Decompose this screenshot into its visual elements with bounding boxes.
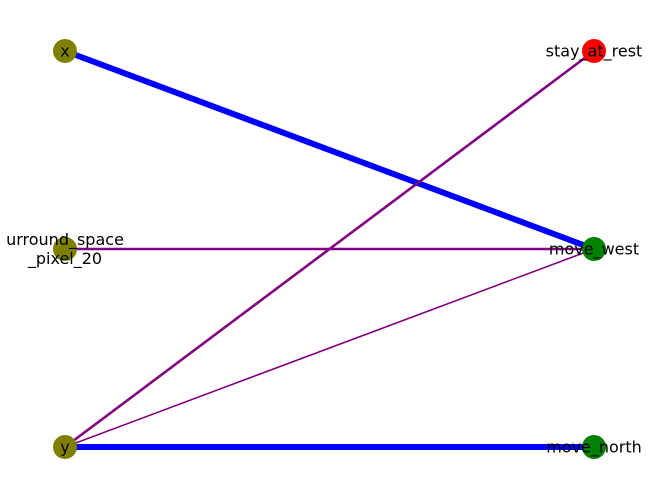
node-y: [53, 435, 77, 459]
node-stay_at_rest: [582, 39, 606, 63]
node-move_west: [582, 237, 606, 261]
nodes-layer: [53, 39, 606, 459]
node-surround: [53, 237, 77, 261]
node-label-move_north: move_north: [546, 438, 642, 458]
edges-layer: [63, 48, 596, 450]
node-label-stay_at_rest: stay_at_rest: [546, 42, 643, 62]
node-move_north: [582, 435, 606, 459]
edge-y-move_west: [64, 248, 595, 448]
node-label-surround: urround_space_pixel_20: [6, 230, 124, 269]
node-label-y: y: [60, 438, 69, 457]
edge-x-move_west: [63, 48, 596, 252]
node-x: [53, 39, 77, 63]
labels-layer: x urround_space_pixel_20y stay_at_restmove…: [6, 42, 642, 458]
node-label-x: x: [60, 42, 69, 61]
node-label-move_west: move_west: [549, 240, 639, 260]
